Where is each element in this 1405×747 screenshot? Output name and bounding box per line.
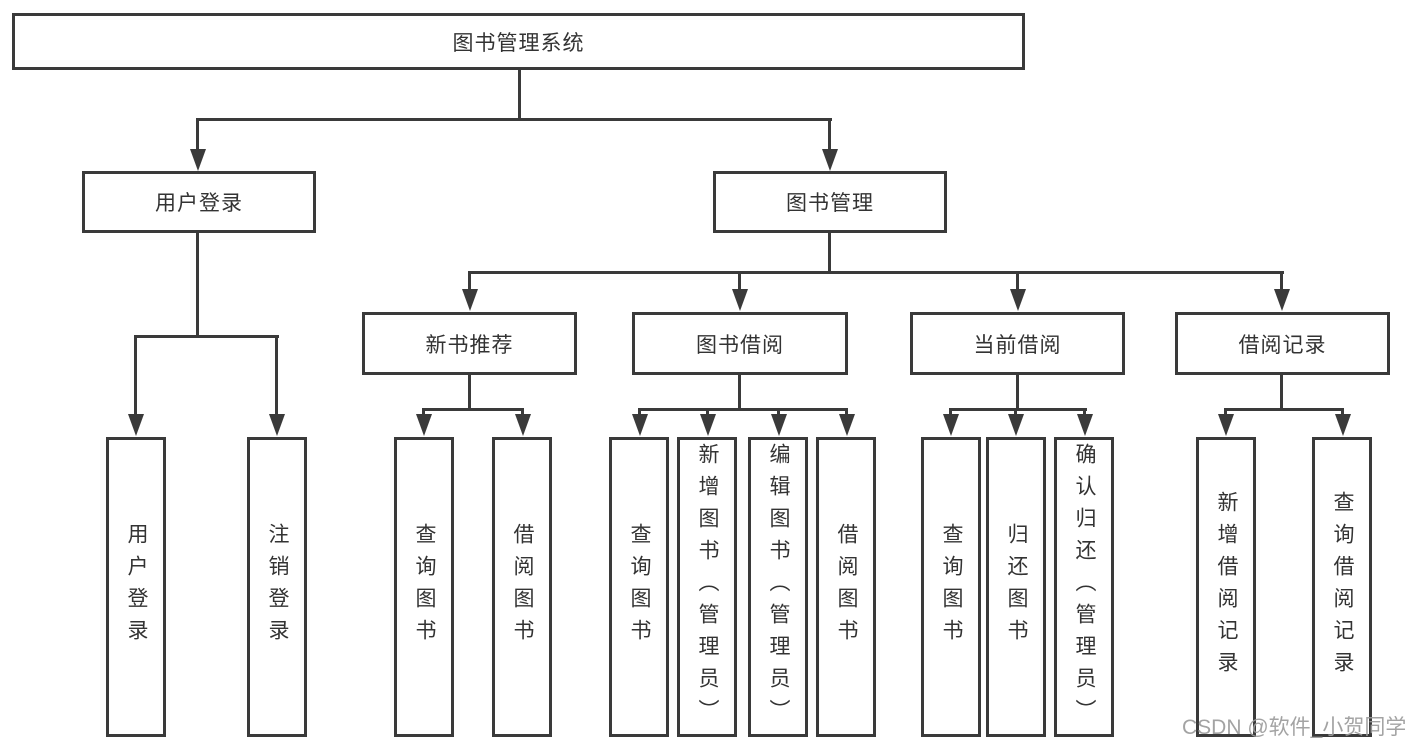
- arrowhead-down-icon: [1008, 414, 1024, 436]
- leaf-query-books-1: 查询图书: [394, 437, 454, 737]
- leaf-query-books-2: 查询图书: [609, 437, 669, 737]
- arrowhead-down-icon: [1077, 414, 1093, 436]
- arrowhead-down-icon: [190, 149, 206, 171]
- connector-user-login-rail: [134, 335, 279, 338]
- connector-level3-rail: [468, 271, 1284, 274]
- node-borrow-records: 借阅记录: [1175, 312, 1390, 375]
- leaf-label: 注销登录: [266, 523, 289, 651]
- connector-drop: [706, 408, 709, 416]
- connector-book-mgmt-drop: [828, 118, 831, 152]
- connector-drop: [134, 335, 137, 416]
- connector-drop: [1224, 408, 1227, 416]
- leaf-query-books-3: 查询图书: [921, 437, 981, 737]
- arrowhead-down-icon: [1010, 289, 1026, 311]
- connector-stem: [1280, 375, 1283, 410]
- connector-rail: [638, 408, 848, 411]
- arrowhead-down-icon: [128, 414, 144, 436]
- leaf-add-book-admin: 新增图书（管理员）: [677, 437, 737, 737]
- node-library-management-system: 图书管理系统: [12, 13, 1025, 70]
- arrowhead-down-icon: [515, 414, 531, 436]
- connector-rail: [422, 408, 524, 411]
- connector-drop: [422, 408, 425, 416]
- arrowhead-down-icon: [839, 414, 855, 436]
- arrowhead-down-icon: [269, 414, 285, 436]
- leaf-label: 查询图书: [628, 523, 651, 651]
- node-new-book-recommend: 新书推荐: [362, 312, 577, 375]
- connector-drop: [1016, 271, 1019, 291]
- node-book-management: 图书管理: [713, 171, 947, 233]
- connector-rail: [1224, 408, 1344, 411]
- leaf-label: 归还图书: [1005, 523, 1028, 651]
- connector-drop: [845, 408, 848, 416]
- connector-drop: [1014, 408, 1017, 416]
- leaf-user-login: 用户登录: [106, 437, 166, 737]
- connector-drop: [1280, 271, 1283, 291]
- leaf-edit-book-admin: 编辑图书（管理员）: [748, 437, 808, 737]
- leaf-label: 查询借阅记录: [1331, 491, 1354, 683]
- leaf-label: 查询图书: [940, 523, 963, 651]
- connector-stem: [1016, 375, 1019, 410]
- leaf-label: 查询图书: [413, 523, 436, 651]
- connector-drop: [777, 408, 780, 416]
- connector-level2-rail: [196, 118, 832, 121]
- node-user-login: 用户登录: [82, 171, 316, 233]
- connector-user-login-stem: [196, 233, 199, 335]
- arrowhead-down-icon: [1218, 414, 1234, 436]
- leaf-return-book: 归还图书: [986, 437, 1046, 737]
- arrowhead-down-icon: [700, 414, 716, 436]
- arrowhead-down-icon: [732, 289, 748, 311]
- node-label: 新书推荐: [425, 333, 514, 357]
- watermark-text: CSDN @软件_小贺同学: [1182, 716, 1405, 739]
- connector-drop: [949, 408, 952, 416]
- leaf-add-borrow-record: 新增借阅记录: [1196, 437, 1256, 737]
- connector-root-stem: [518, 70, 521, 118]
- node-label: 图书管理系统: [452, 31, 585, 55]
- leaf-label: 新增图书（管理员）: [696, 443, 719, 731]
- arrowhead-down-icon: [632, 414, 648, 436]
- connector-drop: [638, 408, 641, 416]
- leaf-label: 用户登录: [125, 523, 148, 651]
- leaf-label: 借阅图书: [511, 523, 534, 651]
- arrowhead-down-icon: [771, 414, 787, 436]
- arrowhead-down-icon: [822, 149, 838, 171]
- leaf-logout: 注销登录: [247, 437, 307, 737]
- arrowhead-down-icon: [462, 289, 478, 311]
- leaf-label: 借阅图书: [835, 523, 858, 651]
- leaf-label: 编辑图书（管理员）: [767, 443, 790, 731]
- leaf-query-borrow-record: 查询借阅记录: [1312, 437, 1372, 737]
- connector-book-mgmt-stem: [828, 233, 831, 273]
- node-label: 图书管理: [786, 192, 874, 215]
- arrowhead-down-icon: [416, 414, 432, 436]
- connector-drop: [275, 335, 278, 416]
- leaf-borrow-books-1: 借阅图书: [492, 437, 552, 737]
- node-label: 图书借阅: [696, 333, 784, 357]
- node-book-borrow: 图书借阅: [632, 312, 848, 375]
- node-current-borrow: 当前借阅: [910, 312, 1125, 375]
- connector-drop: [1083, 408, 1086, 416]
- connector-drop: [521, 408, 524, 416]
- connector-rail: [949, 408, 1087, 411]
- arrowhead-down-icon: [1335, 414, 1351, 436]
- arrowhead-down-icon: [943, 414, 959, 436]
- connector-drop: [1341, 408, 1344, 416]
- node-label: 借阅记录: [1238, 333, 1327, 357]
- arrowhead-down-icon: [1274, 289, 1290, 311]
- leaf-label: 确认归还（管理员）: [1073, 443, 1096, 731]
- connector-stem: [738, 375, 741, 410]
- leaf-confirm-return-admin: 确认归还（管理员）: [1054, 437, 1114, 737]
- connector-drop: [468, 271, 471, 291]
- leaf-label: 新增借阅记录: [1215, 491, 1238, 683]
- leaf-borrow-books-2: 借阅图书: [816, 437, 876, 737]
- node-label: 当前借阅: [973, 333, 1062, 357]
- node-label: 用户登录: [155, 192, 243, 215]
- connector-user-login-drop: [196, 118, 199, 152]
- connector-stem: [468, 375, 471, 410]
- connector-drop: [738, 271, 741, 291]
